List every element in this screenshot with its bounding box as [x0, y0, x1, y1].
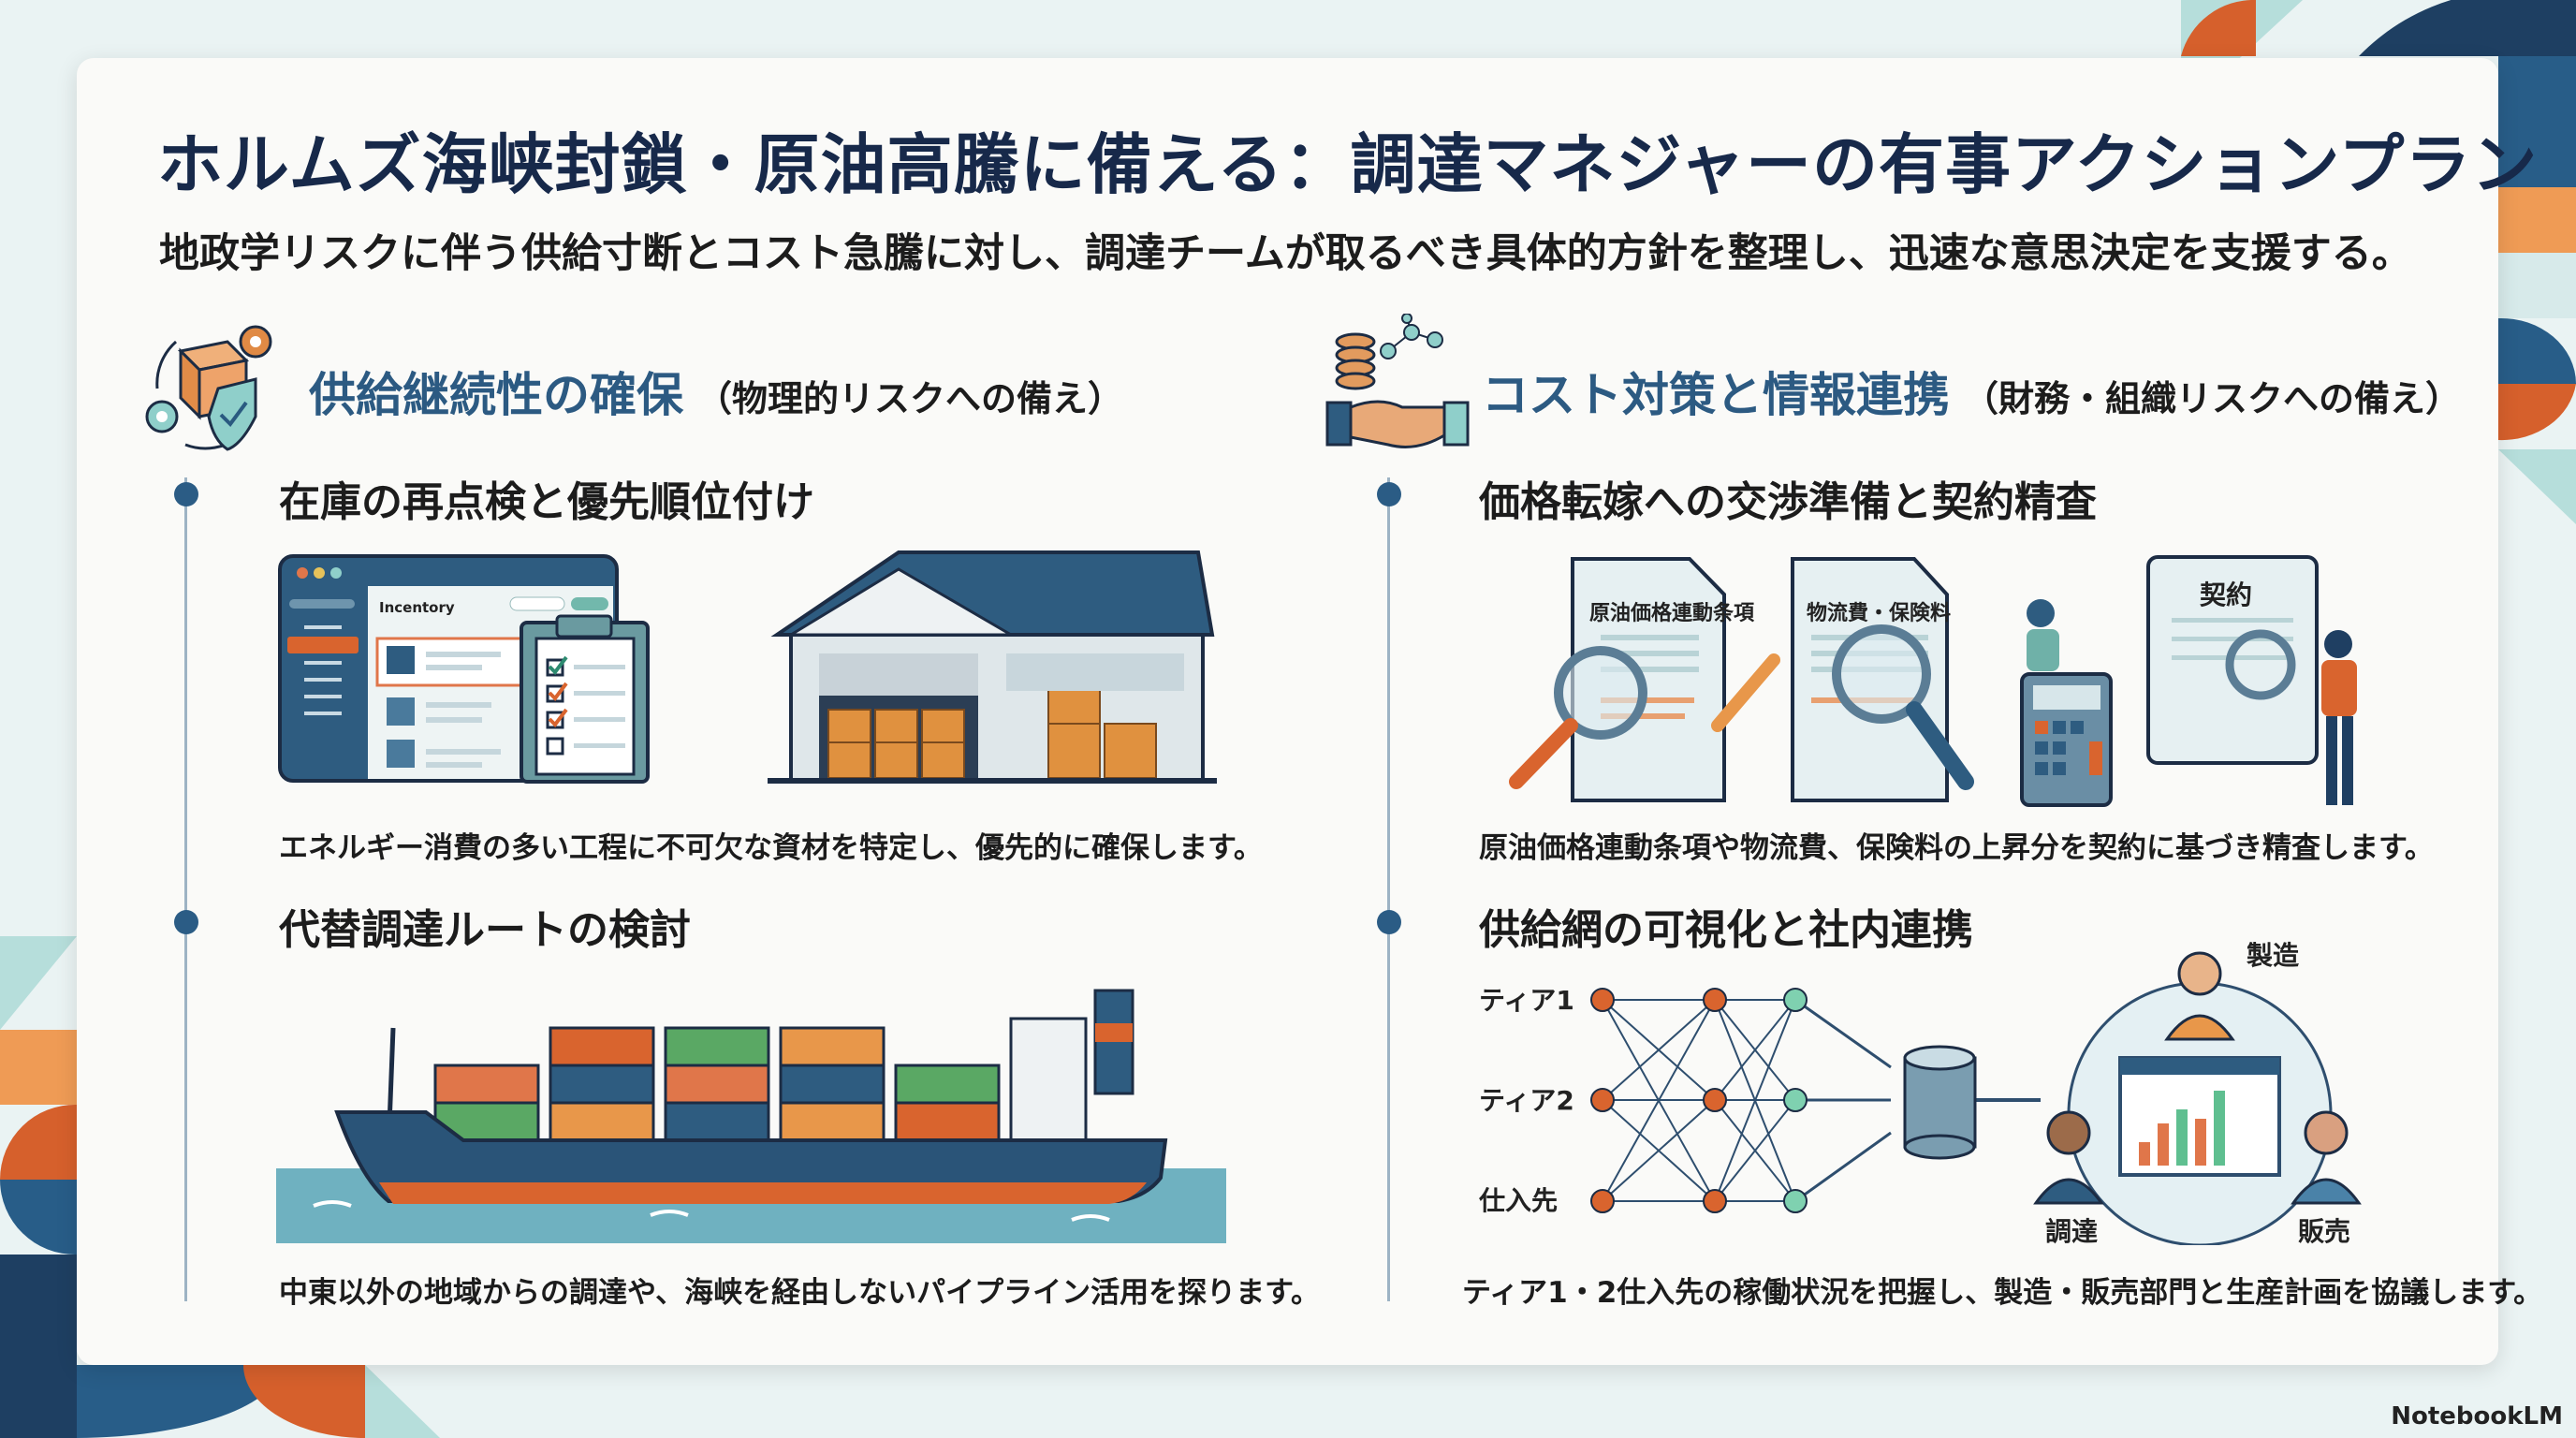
container-ship-illustration — [276, 989, 1226, 1243]
timeline-dot — [174, 482, 198, 506]
network-label: ティア1 — [1479, 985, 1574, 1016]
item-title: 代替調達ルートの検討 — [279, 906, 691, 954]
section-subtitle: （物理的リスクへの備え） — [696, 378, 1124, 419]
item-title: 供給網の可視化と社内連携 — [1479, 906, 1973, 954]
item-caption: 原油価格連動条項や物流費、保険料の上昇分を契約に基づき精査します。 — [1479, 831, 2434, 865]
section-heading-cost: コスト対策と情報連携 （財務・組織リスクへの備え） — [1482, 358, 2461, 425]
supply-network-illustration: ティア1 ティア2 仕入先 製造 調達 販売 — [1478, 940, 2362, 1245]
document-oil-price-clause: 原油価格連動条項 — [1509, 557, 1780, 802]
item-title: 在庫の再点検と優先順位付け — [279, 478, 814, 526]
person-procurement-icon — [2033, 1110, 2104, 1205]
timeline-dot — [174, 910, 198, 934]
network-label: 仕入先 — [1478, 1185, 1558, 1216]
inventory-title-text: Incentory — [379, 599, 455, 616]
person-manufacturing-icon — [2164, 951, 2235, 1041]
page-title: ホルムズ海峡封鎖・原油高騰に備える：調達マネジャーの有事アクションプラン — [157, 126, 2539, 203]
page-subtitle: 地政学リスクに伴う供給寸断とコスト急騰に対し、調達チームが取るべき具体的方針を整… — [159, 230, 2412, 277]
network-label: ティア2 — [1479, 1085, 1574, 1116]
timeline-line — [1387, 477, 1390, 1301]
role-label: 販売 — [2298, 1216, 2350, 1245]
item-caption: ティア1・2仕入先の稼働状況を把握し、製造・販売部門と生産計画を協議します。 — [1462, 1276, 2543, 1310]
person-sales-icon — [2291, 1110, 2362, 1205]
supply-continuity-icon — [145, 325, 272, 451]
item-title: 価格転嫁への交渉準備と契約精査 — [1479, 478, 2097, 526]
role-label: 製造 — [2247, 940, 2299, 971]
contract-label: 契約 — [2200, 580, 2252, 610]
doc-label: 原油価格連動条項 — [1589, 601, 1755, 625]
section-subtitle: （財務・組織リスクへの備え） — [1963, 378, 2462, 419]
timeline-line — [184, 477, 187, 1301]
cost-handshake-icon — [1325, 314, 1470, 448]
contract-scroll: 契約 — [2020, 555, 2357, 807]
section-title: 供給継続性の確保 — [309, 368, 683, 422]
timeline-dot — [1377, 482, 1401, 506]
section-title: コスト対策と情報連携 — [1482, 368, 1950, 422]
item-caption: エネルギー消費の多い工程に不可欠な資材を特定し、優先的に確保します。 — [279, 831, 1263, 865]
inventory-app-illustration: Incentory — [278, 554, 650, 784]
notebooklm-watermark: NotebookLM — [2391, 1402, 2563, 1431]
document-logistics-insurance: 物流費・保険料 — [1791, 557, 1974, 802]
section-heading-supply: 供給継続性の確保 （物理的リスクへの備え） — [309, 358, 1123, 425]
contract-review-illustration: 原油価格連動条項 物流費・保険料 契約 — [1509, 555, 2357, 807]
timeline-dot — [1377, 910, 1401, 934]
database-icon — [1903, 1045, 1977, 1160]
warehouse-illustration — [768, 550, 1217, 784]
doc-label: 物流費・保険料 — [1807, 601, 1951, 625]
role-label: 調達 — [2045, 1216, 2098, 1245]
item-caption: 中東以外の地域からの調達や、海峡を経由しないパイプライン活用を探ります。 — [279, 1276, 1320, 1310]
